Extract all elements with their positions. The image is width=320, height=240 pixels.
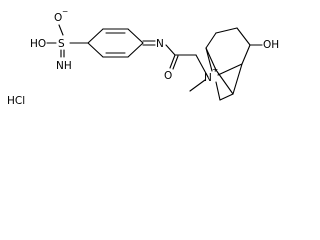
carbonyl-oxygen-atom: O [164,70,172,82]
imine-nitrogen-atom: N [156,38,164,50]
tropane-bonds [189,27,263,101]
counter-ion-label: HCl [7,95,25,107]
sulfonyl-bonds [46,24,89,58]
molecule-diagram: O − HO S NH N O N + OH HCl [7,7,279,107]
imine-nh-atom: NH [56,60,72,72]
hydroxyl-atom: OH [263,39,279,51]
hydroxy-sulfonyl-atom: HO [30,38,46,50]
quaternary-nitrogen-atom: N [204,72,212,84]
ring-bonds [87,28,156,58]
sulfur-atom: S [58,38,65,50]
linker-bonds [165,44,209,78]
oxygen-charge-label: − [62,7,68,16]
nitrogen-charge-label: + [212,65,218,74]
oxygen-minus-atom: O [54,12,62,24]
